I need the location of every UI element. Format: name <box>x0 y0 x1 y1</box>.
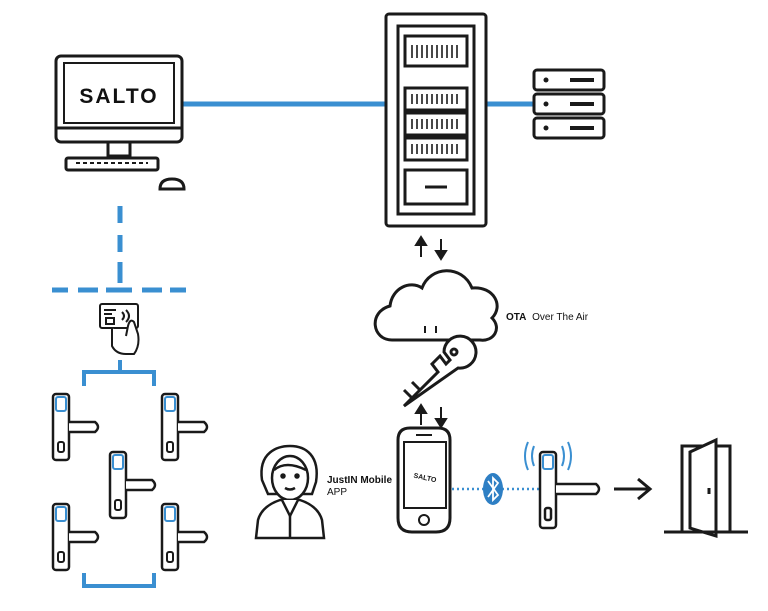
server-stack-leds <box>543 77 594 131</box>
mobile-app-title: JustIN Mobile <box>327 475 392 486</box>
smartphone-icon <box>396 426 452 534</box>
desktop-computer-icon <box>54 54 186 191</box>
locks-bottom-bracket <box>82 573 156 588</box>
open-door-icon <box>664 437 748 539</box>
server-stack-icon <box>532 68 606 140</box>
lock-bottom-right <box>160 502 209 572</box>
lock-top-right <box>160 392 209 462</box>
lock-group <box>51 392 209 572</box>
lock-top-left <box>51 392 100 462</box>
lock-bottom-left <box>51 502 100 572</box>
cloud-icon <box>373 269 499 342</box>
smart-lock-wireless <box>524 441 601 530</box>
ota-desc: Over The Air <box>532 312 589 323</box>
access-card-icon <box>99 303 140 355</box>
rack-vents <box>411 45 458 154</box>
sync-arrows-bottom <box>414 403 448 429</box>
user-avatar-icon <box>254 444 326 540</box>
offline-distribution-lines <box>52 206 186 293</box>
locks-top-bracket <box>82 360 156 386</box>
arrow-to-door <box>614 477 653 501</box>
ota-label: OTA Over The Air <box>506 312 589 323</box>
bluetooth-icon <box>483 473 503 505</box>
phone-brand-label: SALTO <box>413 473 438 485</box>
key-icon <box>402 334 478 408</box>
ota-abbrev: OTA <box>506 312 526 323</box>
brand-label: SALTO <box>79 85 158 108</box>
server-rack-icon <box>384 12 488 228</box>
mobile-app-sub: APP <box>327 487 347 498</box>
lock-middle <box>108 450 157 520</box>
sync-arrows-top <box>414 235 448 261</box>
